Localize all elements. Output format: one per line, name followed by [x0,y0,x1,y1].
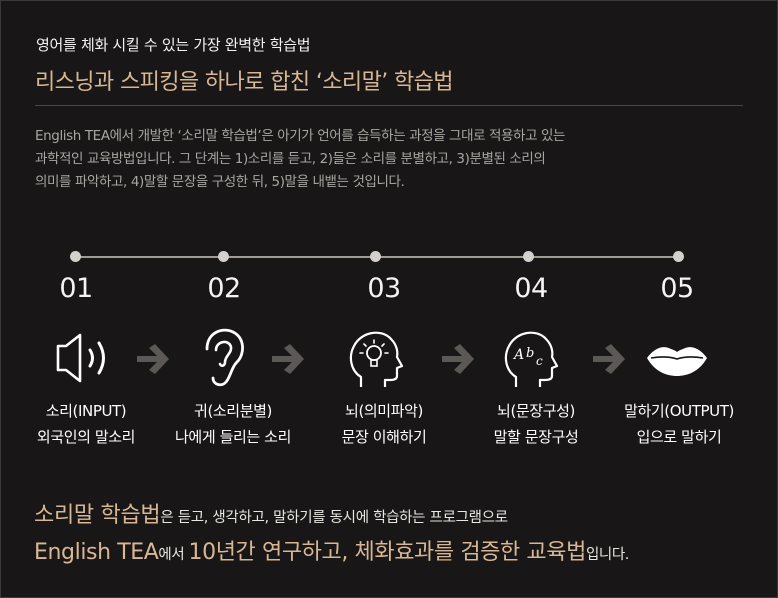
step-label-desc: 외국인의 말소리 [36,428,136,446]
speaker-icon [56,333,105,383]
summary-text: 입니다. [585,547,629,563]
step-label-desc: 나에게 들리는 소리 [175,428,291,446]
step-label-desc: 입으로 말하기 [636,428,722,446]
step-label-title: 귀(소리분별) [194,402,272,420]
abc-letter: b [526,346,534,361]
step-number: 03 [367,273,401,304]
description-line: 과학적인 교육방법입니다. 그 단계는 1)소리를 듣고, 2)들은 소리를 분… [35,151,546,167]
summary-line: English TEA에서 10년간 연구하고, 체화효과를 검증한 교육법입니… [34,534,629,566]
description-line: English TEA에서 개발한 ‘소리말 학습법’은 아기가 언어를 습득하… [35,128,566,144]
summary-highlight: 10년간 연구하고, 체화효과를 검증한 교육법 [188,540,587,565]
description-line: 의미를 파악하고, 4)말할 문장을 구성한 뒤, 5)말을 내뱉는 것입니다. [35,174,405,190]
step-number: 01 [59,273,93,304]
step-label: 뇌(의미파악) 문장 이해하기 [304,398,464,450]
timeline-dot [218,251,229,262]
summary-highlight: English TEA [34,540,159,565]
arrow-right-icon [272,344,304,374]
step-label: 뇌(문장구성) 말할 문장구성 [456,398,616,450]
step-label-title: 뇌(의미파악) [345,402,423,420]
step-label-title: 뇌(문장구성) [497,402,575,420]
lips-icon [647,347,707,376]
page-subtitle: 영어를 체화 시킬 수 있는 가장 완벽한 학습법 [36,36,311,54]
abc-letter: c [536,354,543,368]
step-number: 05 [660,273,694,304]
summary-text: 은 듣고, 생각하고, 말하기를 동시에 학습하는 프로그램으로 [160,510,508,526]
timeline-dot [673,251,684,262]
step-number: 04 [514,273,548,304]
abc-letter: A [512,347,524,363]
summary-text: 에서 [158,547,189,563]
step-label: 소리(INPUT) 외국인의 말소리 [6,398,166,450]
page-title: 리스닝과 스피킹을 하나로 합친 ‘소리말’ 학습법 [35,70,454,95]
divider [35,105,743,106]
ear-icon [205,328,244,387]
step-label: 말하기(OUTPUT) 입으로 말하기 [599,398,759,450]
description: English TEA에서 개발한 ‘소리말 학습법’은 아기가 언어를 습득하… [35,125,725,194]
step-label-desc: 말할 문장구성 [493,428,579,446]
step-label-desc: 문장 이해하기 [341,428,427,446]
arrow-right-icon [442,344,474,374]
summary-line: 소리말 학습법은 듣고, 생각하고, 말하기를 동시에 학습하는 프로그램으로 [34,497,508,529]
head-abc-icon: A b c [504,331,559,387]
head-lightbulb-icon [349,331,404,387]
summary-highlight: 소리말 학습법 [34,503,161,528]
timeline-dot [70,251,81,262]
arrow-right-icon [137,344,169,374]
timeline-dot [523,251,534,262]
step-number: 02 [207,273,241,304]
step-label-title: 말하기(OUTPUT) [624,402,734,420]
step-label-title: 소리(INPUT) [45,402,127,420]
step-label: 귀(소리분별) 나에게 들리는 소리 [153,398,313,450]
timeline-dot [370,251,381,262]
arrow-right-icon [593,344,625,374]
